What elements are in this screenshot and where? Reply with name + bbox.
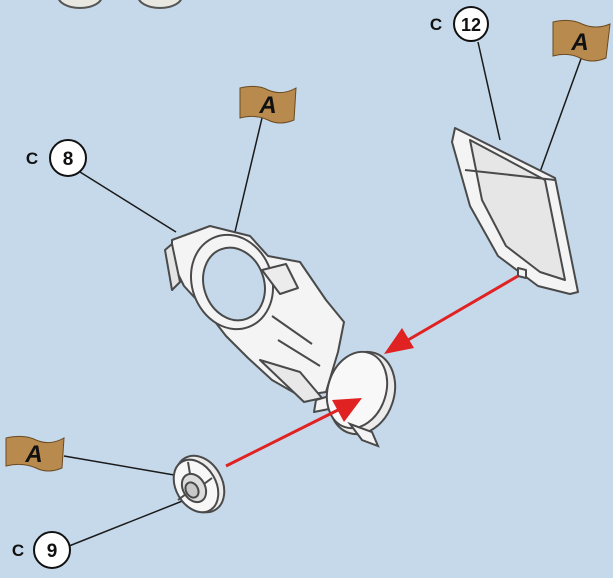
callout-c12: C 12 [430,7,488,41]
flag-letter: A [258,92,276,119]
leader-c9 [64,498,190,548]
leader-flag-right [540,56,582,172]
arrow-line-c9 [226,410,338,466]
leader-c8 [80,172,176,232]
callout-prefix: C [26,149,38,168]
leader-flag-left [64,456,180,476]
flag-a-top-right: A [553,20,610,61]
callout-prefix: C [12,541,24,560]
cropped-circles-top [58,0,182,8]
callout-number: 8 [63,149,74,170]
arrow-line-c12 [408,276,518,340]
leader-flag-middle [234,118,262,236]
part-c12-frame [452,128,578,294]
callout-number: 12 [461,15,481,35]
callout-prefix: C [430,15,442,34]
flag-letter: A [24,441,42,468]
flag-a-middle: A [240,86,296,123]
part-c8-bracket [165,223,344,412]
flag-a-lower-left: A [6,436,64,471]
part-c9-knob [165,447,234,521]
arrow-head-c12 [384,328,414,354]
flag-letter: A [570,29,588,56]
leader-c12 [478,42,500,140]
callout-c9: C 9 [12,532,70,568]
callout-number: 9 [47,541,58,562]
callout-c8: C 8 [26,140,86,176]
